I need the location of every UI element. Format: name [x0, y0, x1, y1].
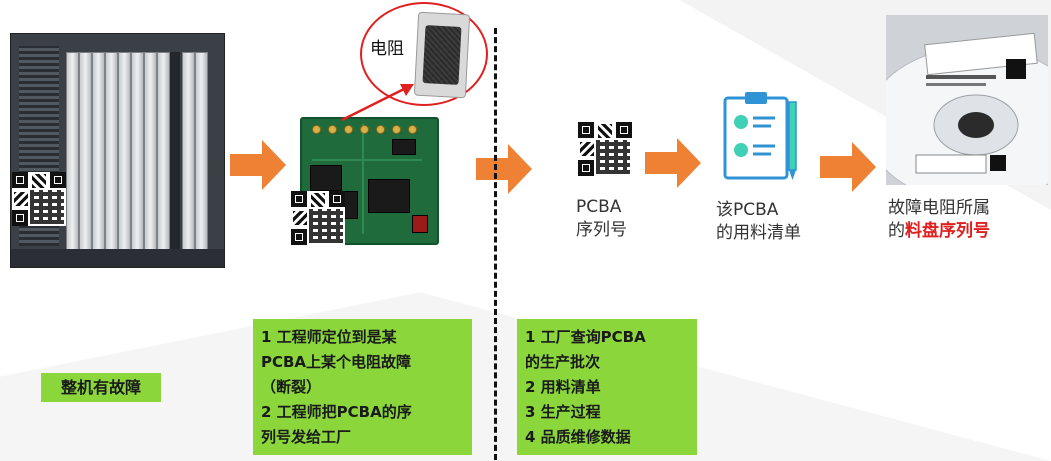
pcba-serial-label: PCBA 序列号 — [576, 197, 627, 240]
equipment-rack-photo — [10, 33, 225, 268]
arrow-icon — [820, 142, 876, 192]
factory-step-line: 1 工厂查询PCBA — [525, 328, 646, 346]
engineer-steps-box: 1 工程师定位到是某 PCBA上某个电阻故障 （断裂） 2 工程师把PCBA的序… — [253, 319, 472, 455]
factory-step-line: 4 品质维修数据 — [525, 428, 631, 446]
factory-step-line: 2 用料清单 — [525, 378, 601, 396]
engineer-step-line: PCBA上某个电阻故障 — [261, 353, 412, 371]
red-arrow-icon — [341, 84, 414, 122]
resistor-label: 电阻 — [370, 39, 404, 59]
arrow-icon — [645, 138, 701, 188]
pcb-qr-code — [291, 191, 345, 245]
clipboard-list-icon — [723, 92, 797, 180]
engineer-step-line: 2 工程师把PCBA的序 — [261, 403, 412, 421]
dashed-divider — [494, 28, 497, 460]
reel-serial-highlight: 料盘序列号 — [905, 221, 990, 241]
engineer-step-line: 列号发给工厂 — [261, 428, 352, 446]
bom-label: 该PCBA 的用料清单 — [716, 200, 801, 243]
pcb-board-photo — [300, 117, 439, 245]
component-reel-photo — [886, 15, 1048, 185]
resistor-highlight-circle — [360, 2, 488, 106]
arrow-icon — [476, 144, 532, 194]
engineer-step-line: 1 工程师定位到是某 — [261, 328, 397, 346]
resistor-photo — [413, 11, 471, 99]
factory-steps-box: 1 工厂查询PCBA 的生产批次 2 用料清单 3 生产过程 4 品质维修数据 — [517, 319, 697, 455]
machine-fault-box: 整机有故障 — [41, 373, 161, 402]
reel-serial-label: 故障电阻所属 的料盘序列号 — [888, 198, 990, 241]
rack-qr-code — [12, 172, 66, 226]
factory-step-line: 3 生产过程 — [525, 403, 601, 421]
pcba-serial-qr-code — [578, 122, 632, 176]
factory-step-line: 的生产批次 — [525, 353, 601, 371]
engineer-step-line: （断裂） — [261, 378, 322, 396]
arrow-icon — [230, 140, 286, 190]
